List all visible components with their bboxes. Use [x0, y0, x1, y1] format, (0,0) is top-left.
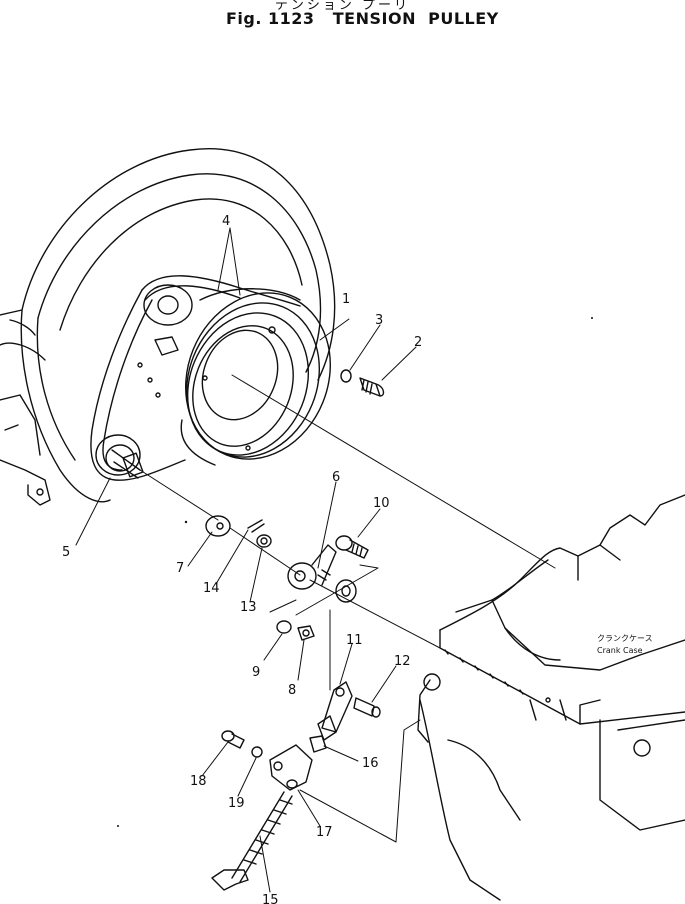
bracket-11 [317, 681, 353, 741]
callout-numbers: 1 2 3 4 5 6 7 8 9 10 11 12 13 14 15 16 1… [62, 214, 422, 904]
callout-7: 7 [176, 561, 184, 576]
callout-16: 16 [362, 756, 379, 771]
washer-3 [340, 369, 352, 383]
nut-8 [297, 625, 315, 641]
crank-case-label-jp: クランクケース [597, 634, 653, 643]
callout-18: 18 [190, 774, 207, 789]
callout-1: 1 [342, 292, 350, 307]
japanese-title: テンション プーリ [274, 0, 411, 13]
callout-19: 19 [228, 796, 245, 811]
callout-13: 13 [240, 600, 257, 615]
callout-8: 8 [288, 683, 296, 698]
callout-5: 5 [62, 545, 70, 560]
bolt-18 [221, 730, 245, 749]
leader-lines [75, 227, 417, 893]
fan-shroud [0, 148, 336, 506]
assembly-lines [139, 374, 556, 843]
main-pulley [180, 288, 331, 466]
bolt-12 [353, 697, 381, 718]
washer-9 [276, 620, 292, 634]
washer-19 [251, 746, 263, 758]
washer-7 [205, 515, 231, 537]
bolt-2 [359, 377, 385, 397]
callout-10: 10 [373, 496, 390, 511]
crank-case-label-en: Crank Case [597, 646, 643, 655]
callout-2: 2 [414, 335, 422, 350]
adjust-block-17 [269, 744, 313, 791]
adjusting-bolt-15 [211, 791, 293, 891]
callout-15: 15 [262, 893, 279, 904]
figure-title: Fig. 1123 TENSION PULLEY [226, 9, 499, 28]
crank-case: クランクケース Crank Case [417, 494, 685, 901]
callout-11: 11 [346, 633, 363, 648]
cotter-pin-14 [247, 519, 265, 533]
callout-6: 6 [332, 470, 340, 485]
tension-arm-6 [287, 544, 357, 603]
callout-12: 12 [394, 654, 411, 669]
bolt-10 [335, 535, 369, 559]
callout-17: 17 [316, 825, 333, 840]
nut-16 [309, 735, 327, 753]
callout-14: 14 [203, 581, 220, 596]
scan-specks [117, 317, 593, 827]
callout-3: 3 [375, 313, 383, 328]
callout-4: 4 [222, 214, 230, 229]
upper-idler-pulley [137, 284, 193, 398]
bushing-13 [256, 534, 272, 548]
tension-pulley [95, 434, 144, 479]
callout-9: 9 [252, 665, 260, 680]
